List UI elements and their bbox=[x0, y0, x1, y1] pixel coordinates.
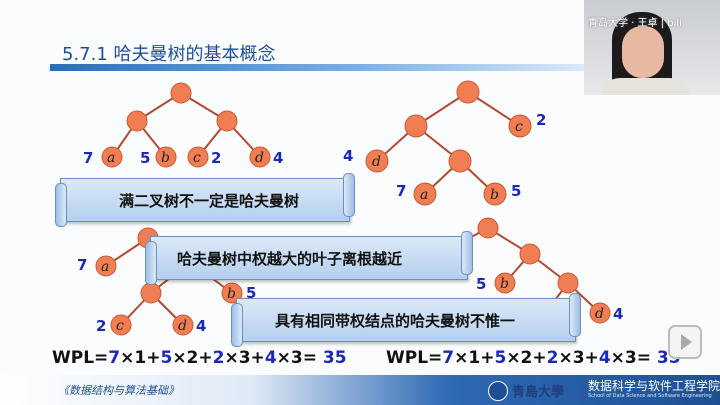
leaf-weight: 2 bbox=[96, 317, 106, 335]
tree-node bbox=[140, 282, 162, 304]
tree-node bbox=[519, 243, 541, 265]
wpl-weight: 7 bbox=[442, 348, 455, 368]
presenter-shirt bbox=[600, 78, 690, 95]
leaf-letter: b bbox=[500, 276, 509, 292]
note-text: 哈夫曼树中权越大的叶子离根越近 bbox=[177, 249, 403, 268]
wpl-weight: 2 bbox=[546, 348, 559, 368]
leaf-weight: 5 bbox=[246, 284, 256, 302]
tree-huffman: c 2 4 d 7 a b 5 bbox=[343, 80, 546, 206]
department-name: 数据科学与软件工程学院 bbox=[588, 379, 720, 393]
note-text: 满二叉树不一定是哈夫曼树 bbox=[119, 191, 300, 210]
leaf-node bbox=[494, 272, 516, 294]
presenter-face bbox=[622, 26, 664, 78]
leaf-weight: 7 bbox=[83, 149, 93, 167]
leaf-node bbox=[508, 114, 532, 138]
tree-node bbox=[477, 217, 499, 239]
university-logo-icon bbox=[488, 381, 508, 401]
wpl-op: ×2+ bbox=[506, 348, 547, 368]
leaf-weight: 4 bbox=[273, 149, 283, 167]
leaf-letter: a bbox=[107, 150, 115, 166]
wpl-weight: 7 bbox=[108, 348, 121, 368]
slide-footer bbox=[0, 375, 720, 405]
slide-title: 5.7.1 哈夫曼树的基本概念 bbox=[62, 44, 276, 65]
note-text: 具有相同带权结点的哈夫曼树不惟一 bbox=[275, 311, 516, 330]
leaf-weight: 5 bbox=[140, 149, 150, 167]
leaf-weight: 4 bbox=[613, 305, 623, 323]
note-scroll: 哈夫曼树中权越大的叶子离根越近 bbox=[145, 231, 473, 285]
wpl-weight: 4 bbox=[264, 348, 277, 368]
play-icon[interactable] bbox=[668, 325, 702, 359]
leaf-letter: c bbox=[515, 119, 523, 135]
leaf-node bbox=[187, 146, 209, 168]
note-scroll: 满二叉树不一定是哈夫曼树 bbox=[55, 173, 355, 227]
wpl-weight: 4 bbox=[598, 348, 611, 368]
leaf-weight: 2 bbox=[211, 149, 221, 167]
leaf-letter: a bbox=[420, 187, 428, 203]
title-underline bbox=[50, 64, 585, 71]
wpl-formula-right: WPL=7×1+5×2+2×3+4×3= 35 bbox=[386, 348, 681, 368]
leaf-node bbox=[172, 314, 194, 336]
leaf-letter: a bbox=[101, 259, 109, 275]
tree-full-binary: 7 a 5 b c 2 d 4 bbox=[83, 82, 283, 168]
tree-node bbox=[170, 82, 192, 104]
leaf-node bbox=[101, 146, 123, 168]
wpl-op: ×3= bbox=[610, 348, 651, 368]
leaf-node bbox=[249, 146, 271, 168]
tree-huffman-alt: 5 b d 4 bbox=[439, 217, 623, 324]
wpl-prefix: WPL= bbox=[52, 348, 109, 368]
leaf-letter: d bbox=[255, 150, 264, 166]
leaf-letter: b bbox=[161, 150, 170, 166]
university-name: 青島大學 bbox=[512, 385, 565, 400]
leaf-node bbox=[413, 182, 437, 206]
webcam-overlay: 青岛大学 · 王卓 | bili bbox=[584, 0, 720, 95]
tree-node bbox=[216, 110, 238, 132]
webcam-caption: 青岛大学 · 王卓 | bili bbox=[588, 18, 682, 29]
leaf-letter: b bbox=[490, 187, 499, 203]
leaf-weight: 5 bbox=[511, 182, 521, 200]
leaf-node bbox=[95, 255, 117, 277]
leaf-weight: 4 bbox=[343, 147, 353, 165]
leaf-weight: 7 bbox=[396, 182, 406, 200]
leaf-node bbox=[483, 182, 507, 206]
leaf-weight: 7 bbox=[77, 256, 87, 274]
wpl-prefix: WPL= bbox=[386, 348, 443, 368]
leaf-node bbox=[155, 146, 177, 168]
leaf-letter: d bbox=[595, 306, 604, 322]
wpl-formula-left: WPL=7×1+5×2+2×3+4×3= 35 bbox=[52, 348, 347, 368]
department-name-en: School of Data Science and Software Engi… bbox=[588, 393, 712, 399]
leaf-letter: b bbox=[227, 286, 236, 302]
leaf-letter: c bbox=[116, 318, 124, 334]
leaf-letter: d bbox=[372, 154, 381, 170]
wpl-op: ×3+ bbox=[558, 348, 599, 368]
wpl-weight: 5 bbox=[160, 348, 173, 368]
leaf-weight: 5 bbox=[476, 275, 486, 293]
leaf-node bbox=[110, 314, 132, 336]
book-title: 《数据结构与算法基础》 bbox=[58, 384, 179, 397]
wpl-weight: 5 bbox=[494, 348, 507, 368]
leaf-node bbox=[365, 149, 389, 173]
wpl-op: ×3+ bbox=[224, 348, 265, 368]
wpl-weight: 2 bbox=[212, 348, 225, 368]
tree-node bbox=[404, 114, 428, 138]
leaf-letter: d bbox=[178, 318, 187, 334]
leaf-weight: 2 bbox=[536, 111, 546, 129]
wpl-op: ×1+ bbox=[454, 348, 495, 368]
leaf-letter: c bbox=[193, 150, 201, 166]
leaf-node bbox=[589, 302, 611, 324]
leaf-weight: 4 bbox=[196, 317, 206, 335]
note-scroll: 具有相同带权结点的哈夫曼树不惟一 bbox=[231, 293, 581, 347]
wpl-op: ×1+ bbox=[120, 348, 161, 368]
tree-node bbox=[456, 80, 480, 104]
wpl-op: ×2+ bbox=[172, 348, 213, 368]
tree-node bbox=[448, 149, 472, 173]
wpl-op: ×3= bbox=[276, 348, 317, 368]
tree-node bbox=[557, 272, 579, 294]
tree-node bbox=[126, 110, 148, 132]
wpl-result: 35 bbox=[322, 348, 347, 368]
